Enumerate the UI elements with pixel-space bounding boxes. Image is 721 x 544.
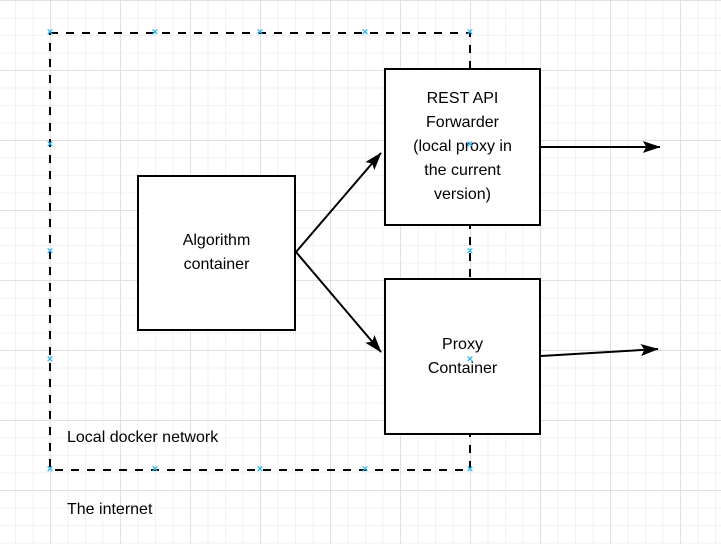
node-algorithm-container-label: Algorithm container bbox=[182, 232, 251, 273]
node-algorithm-container[interactable]: Algorithm container bbox=[137, 175, 296, 331]
node-proxy-container[interactable]: Proxy Container bbox=[384, 278, 541, 435]
node-proxy-container-label: Proxy Container bbox=[427, 335, 498, 377]
local-docker-network-boundary[interactable] bbox=[49, 32, 471, 471]
local-docker-network-label: Local docker network bbox=[67, 429, 219, 446]
node-rest-api-forwarder[interactable]: REST API Forwarder (local proxy in the c… bbox=[384, 68, 541, 226]
the-internet-label: The internet bbox=[67, 501, 153, 518]
node-rest-api-forwarder-label: REST API Forwarder (local proxy in the c… bbox=[413, 90, 512, 203]
